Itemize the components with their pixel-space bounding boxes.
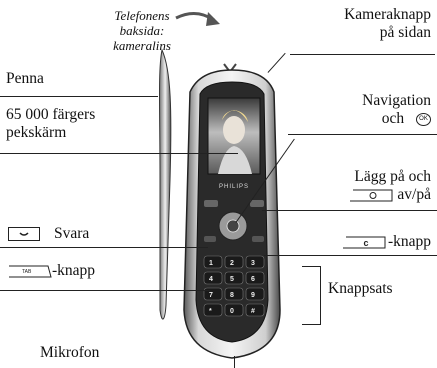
keypad-key-label: 2 xyxy=(230,260,234,267)
keypad-key-label: # xyxy=(251,308,255,315)
keypad-key-label: 4 xyxy=(209,276,213,283)
pen-line xyxy=(0,96,158,98)
svg-text:c: c xyxy=(363,238,368,248)
keypad-bracket-bottom xyxy=(302,324,321,326)
keypad-key xyxy=(224,287,244,301)
camera-button-label: Kameraknapp på sidan xyxy=(344,6,431,41)
keypad-key-label: 3 xyxy=(251,260,255,267)
clear-line xyxy=(264,255,437,257)
ok-icon: OK xyxy=(416,112,431,126)
tabs-key-icon: TAB xyxy=(8,265,52,278)
back-note: Telefonens baksida: kameralins xyxy=(113,8,171,53)
navigation-label: Navigation och OK xyxy=(362,92,431,127)
keypad-key-label: 0 xyxy=(230,308,234,315)
keypad-key xyxy=(245,287,265,301)
keypad-key-label: 1 xyxy=(209,260,213,267)
pen-label: Penna xyxy=(6,70,44,87)
tabs-line xyxy=(0,290,210,292)
hangup-line xyxy=(262,210,437,212)
keypad-key-label: 8 xyxy=(230,292,234,299)
keypad-key xyxy=(224,303,244,317)
tabs-label: TAB -knapp xyxy=(8,262,95,280)
screen-label: 65 000 färgers pekskärm xyxy=(6,106,96,141)
answer-line xyxy=(0,247,208,249)
keypad-key-label: 6 xyxy=(251,276,255,283)
answer-label: Svara xyxy=(8,225,89,243)
keypad-key xyxy=(245,303,265,317)
keypad-key-label: 5 xyxy=(230,276,234,283)
microphone-pointer xyxy=(234,356,236,368)
keypad-bracket-top xyxy=(302,266,321,268)
keypad-key xyxy=(203,303,223,317)
clear-key-icon: c xyxy=(342,236,386,249)
keypad-key xyxy=(203,255,223,269)
answer-key-icon xyxy=(8,227,40,242)
keypad-key-label: * xyxy=(209,308,212,315)
screen-line xyxy=(0,153,238,155)
keypad-key xyxy=(203,271,223,285)
keypad-key xyxy=(245,255,265,269)
hangup-key-icon xyxy=(349,189,393,202)
brand-text: PHILIPS xyxy=(219,184,249,190)
keypad-key xyxy=(245,271,265,285)
stylus xyxy=(159,48,172,320)
hangup-label: Lägg på och av/på xyxy=(349,168,431,204)
navigation-line xyxy=(288,134,437,136)
keypad-key-label: 9 xyxy=(251,292,255,299)
camera-line xyxy=(290,54,435,55)
keypad: 1 2 3 4 5 6 7 8 9 * 0 # xyxy=(203,255,265,317)
keypad-key-label: 7 xyxy=(209,292,213,299)
keypad-label: Knappsats xyxy=(328,280,393,297)
keypad-bracket xyxy=(320,266,322,324)
clear-label: c -knapp xyxy=(342,233,431,251)
keypad-key xyxy=(224,255,244,269)
svg-text:TAB: TAB xyxy=(22,269,32,275)
microphone-label: Mikrofon xyxy=(40,344,100,361)
keypad-key xyxy=(224,271,244,285)
